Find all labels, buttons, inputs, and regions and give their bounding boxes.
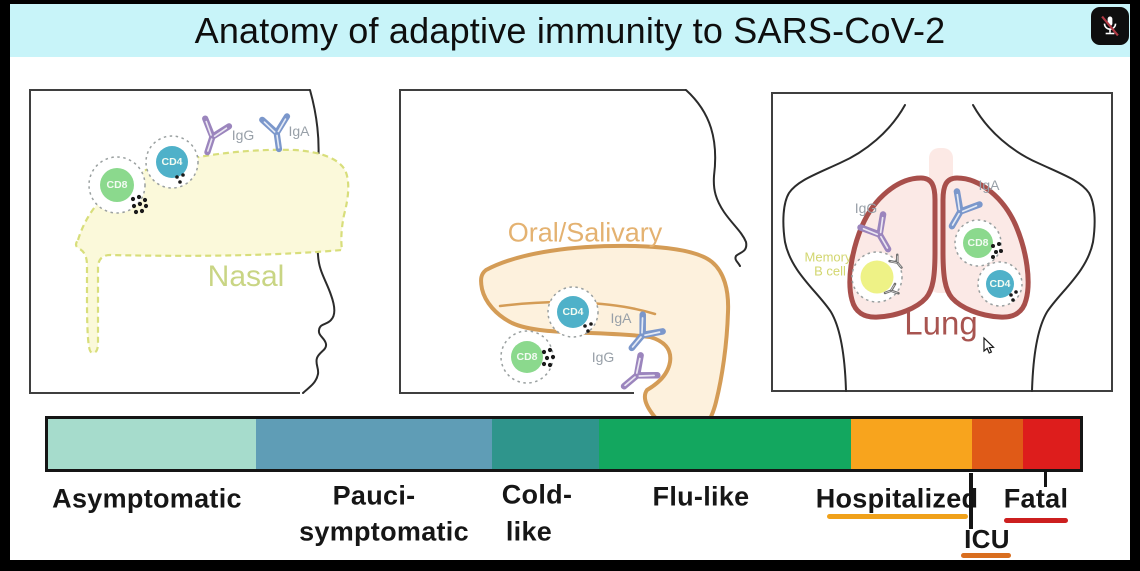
cd4-cell-lung <box>977 261 1023 307</box>
cd8-cell-lung <box>954 219 1003 267</box>
igg-antibody-nasal <box>196 119 229 156</box>
frame-left <box>0 0 10 571</box>
memory-b-cell-label-line1: Memory <box>804 249 852 265</box>
igg-label-oral: IgG <box>591 349 615 365</box>
severity-label-pauci-line2: symptomatic <box>299 516 469 547</box>
iga-label-nasal: IgA <box>288 123 310 139</box>
nasal-label: Nasal <box>207 260 285 293</box>
torso-outline <box>782 104 1096 392</box>
microphone-muted-icon <box>1101 15 1119 37</box>
mouse-cursor <box>983 336 995 354</box>
lung-label: Lung <box>904 304 978 342</box>
severity-label-pauci-line1: Pauci- <box>332 480 416 511</box>
severity-label-cold-line2: like <box>505 516 553 547</box>
microphone-muted-button[interactable] <box>1091 7 1129 45</box>
severity-segment-4 <box>850 419 972 469</box>
cd4-label-oral: CD4 <box>562 305 584 318</box>
cd4-cell-oral <box>547 286 599 338</box>
cd8-cell-oral <box>500 330 556 384</box>
face-profile-oral <box>685 89 748 267</box>
cd8-label-oral: CD8 <box>516 350 538 363</box>
memory-b-cell <box>851 251 907 303</box>
severity-segment-2 <box>491 419 600 469</box>
severity-label-cold-line1: Cold- <box>501 479 573 510</box>
frame-right <box>1130 0 1140 571</box>
severity-label-asymptomatic: Asymptomatic <box>52 483 242 514</box>
severity-bar <box>45 416 1083 472</box>
icu-divider-line <box>969 473 973 529</box>
cd8-cell-nasal <box>88 156 149 215</box>
hospitalized-underline <box>827 514 968 519</box>
page-title: Anatomy of adaptive immunity to SARS-CoV… <box>194 9 946 51</box>
frame-bottom <box>0 560 1140 571</box>
severity-segment-5 <box>971 419 1024 469</box>
virus-dots <box>130 194 149 215</box>
severity-segment-0 <box>48 419 257 469</box>
iga-label-lung: IgA <box>978 177 1000 193</box>
oral-panel-illustration <box>479 89 748 438</box>
memory-b-cell-label-line2: B cell <box>814 263 846 279</box>
iga-label-oral: IgA <box>610 310 632 326</box>
cd4-label-lung: CD4 <box>989 277 1011 290</box>
iga-antibody-nasal <box>262 116 291 150</box>
cd8-label-nasal: CD8 <box>106 178 128 191</box>
igg-label-lung: IgG <box>854 200 878 216</box>
panel-borders <box>29 89 1113 394</box>
title-bar: Anatomy of adaptive immunity to SARS-CoV… <box>10 4 1130 57</box>
oral-salivary-label: Oral/Salivary <box>507 217 663 248</box>
severity-label-fatal: Fatal <box>1003 483 1069 514</box>
cd4-label-nasal: CD4 <box>161 155 183 168</box>
severity-segment-3 <box>599 419 851 469</box>
severity-label-hospitalized: Hospitalized <box>815 483 979 514</box>
severity-label-icu: ICU <box>964 524 1010 554</box>
cd8-label-lung: CD8 <box>967 236 989 249</box>
frame-top <box>0 0 1140 4</box>
igg-label-nasal: IgG <box>231 127 255 143</box>
fatal-underline <box>1004 518 1068 523</box>
severity-label-flu-like: Flu-like <box>652 481 750 512</box>
cd4-cell-nasal <box>145 135 199 189</box>
nasal-panel-illustration <box>74 89 350 394</box>
icu-underline <box>961 553 1011 558</box>
fatal-tick-line <box>1044 470 1047 487</box>
severity-segment-6 <box>1023 419 1080 469</box>
lung-panel-illustration <box>782 104 1096 392</box>
severity-segment-1 <box>256 419 492 469</box>
